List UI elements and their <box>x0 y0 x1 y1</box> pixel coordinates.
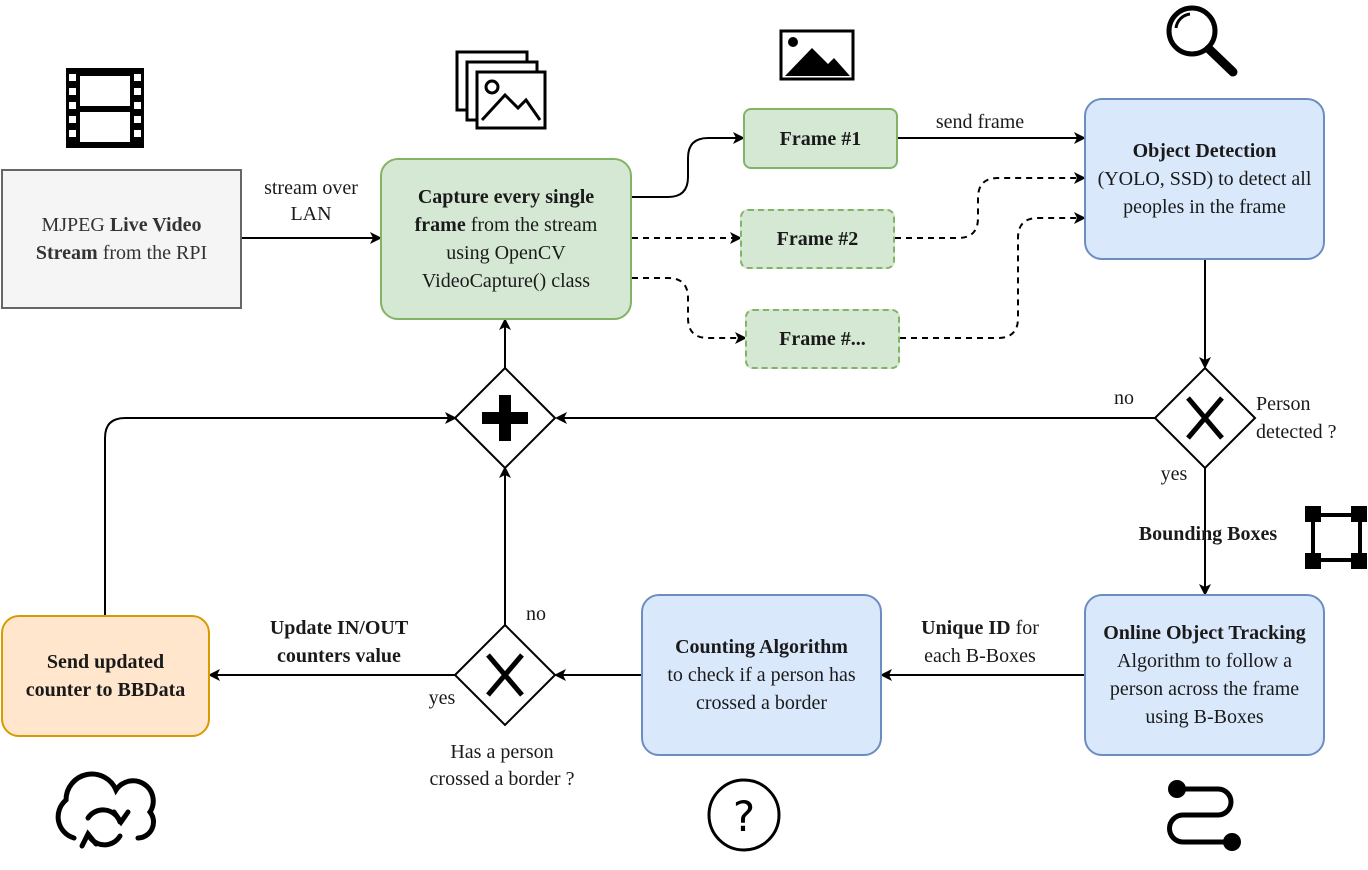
bounding-box-icon <box>1305 506 1367 569</box>
tracking-text-post: Algorithm to follow a person across the … <box>1109 650 1300 728</box>
object-tracking-node: Online Object Tracking Algorithm to foll… <box>1084 594 1325 756</box>
detection-text-bold: Object Detection <box>1132 140 1277 162</box>
capture-text-bold: Capture every single frame <box>414 186 595 236</box>
send-counter-label: Send updated counter to BBData <box>25 651 186 701</box>
lan-label: LAN <box>290 203 332 225</box>
update-counters-label-1: Update IN/OUT <box>269 617 409 639</box>
yes-label-bottom: yes <box>428 687 456 709</box>
send-counter-node: Send updated counter to BBData <box>1 615 210 737</box>
send-frame-label: send frame <box>935 111 1025 133</box>
counting-text-post: to check if a person has crossed a borde… <box>667 664 856 714</box>
capture-frames-node: Capture every single frame from the stre… <box>380 158 632 320</box>
update-counters-label-2: counters value <box>277 645 401 667</box>
stream-text-post: from the RPI <box>97 242 208 264</box>
stream-over-label: stream over <box>264 177 358 199</box>
no-label-top: no <box>1114 387 1134 409</box>
yes-label-right: yes <box>1160 463 1188 485</box>
frame-1-label: Frame #1 <box>779 127 862 150</box>
live-video-stream-node: MJPEG Live Video Stream from the RPI <box>1 169 242 309</box>
parallel-gateway <box>453 366 557 470</box>
edge-frame2-detection <box>895 172 1086 239</box>
frame-2-label: Frame #2 <box>776 228 859 250</box>
frame-n-node: Frame #... <box>745 309 900 369</box>
detection-text-post: (YOLO, SSD) to detect all peoples in the… <box>1097 168 1312 218</box>
decision-crossed-border <box>453 623 557 727</box>
magnifier-icon <box>1166 5 1238 77</box>
film-icon <box>66 68 144 148</box>
unique-id-label: Unique ID for <box>900 614 1060 642</box>
svg-text:?: ? <box>733 792 755 841</box>
question-icon: ? <box>707 778 781 852</box>
connectors <box>104 132 1211 681</box>
frame-2-node: Frame #2 <box>740 209 895 269</box>
unique-id-post: for <box>1010 617 1039 639</box>
person-detected-label-2: detected ? <box>1256 421 1337 443</box>
image-icon <box>779 29 855 81</box>
tracking-text-bold: Online Object Tracking <box>1103 622 1306 644</box>
object-detection-node: Object Detection (YOLO, SSD) to detect al… <box>1084 98 1325 260</box>
frame-1-node: Frame #1 <box>743 108 898 169</box>
decision-person-detected <box>1153 366 1257 470</box>
no-label-bottom: no <box>526 603 546 625</box>
stream-text-pre: MJPEG <box>41 214 110 236</box>
edge-send-merge <box>104 412 457 615</box>
counting-text-bold: Counting Algorithm <box>675 636 848 658</box>
route-icon <box>1167 780 1241 851</box>
counting-algorithm-node: Counting Algorithm to check if a person h… <box>641 594 882 756</box>
unique-id-bold: Unique ID <box>921 617 1011 639</box>
images-stack-icon <box>455 50 547 130</box>
person-detected-label-1: Person <box>1256 393 1311 415</box>
capture-text-post: from the stream using OpenCV VideoCaptur… <box>421 214 598 292</box>
cloud-sync-icon <box>55 771 156 849</box>
crossed-border-label-1: Has a person <box>450 741 554 763</box>
frame-n-label: Frame #... <box>779 328 866 350</box>
bounding-boxes-label: Bounding Boxes <box>1138 523 1278 545</box>
each-bboxes-label: each B-Boxes <box>924 645 1036 667</box>
edge-frame3-detection <box>900 212 1086 339</box>
crossed-border-label-2: crossed a border ? <box>429 768 575 790</box>
stream-text-bold: Live Video Stream <box>35 214 202 264</box>
edge-capture-frame1 <box>632 132 745 198</box>
edge-capture-frame3 <box>632 277 747 344</box>
